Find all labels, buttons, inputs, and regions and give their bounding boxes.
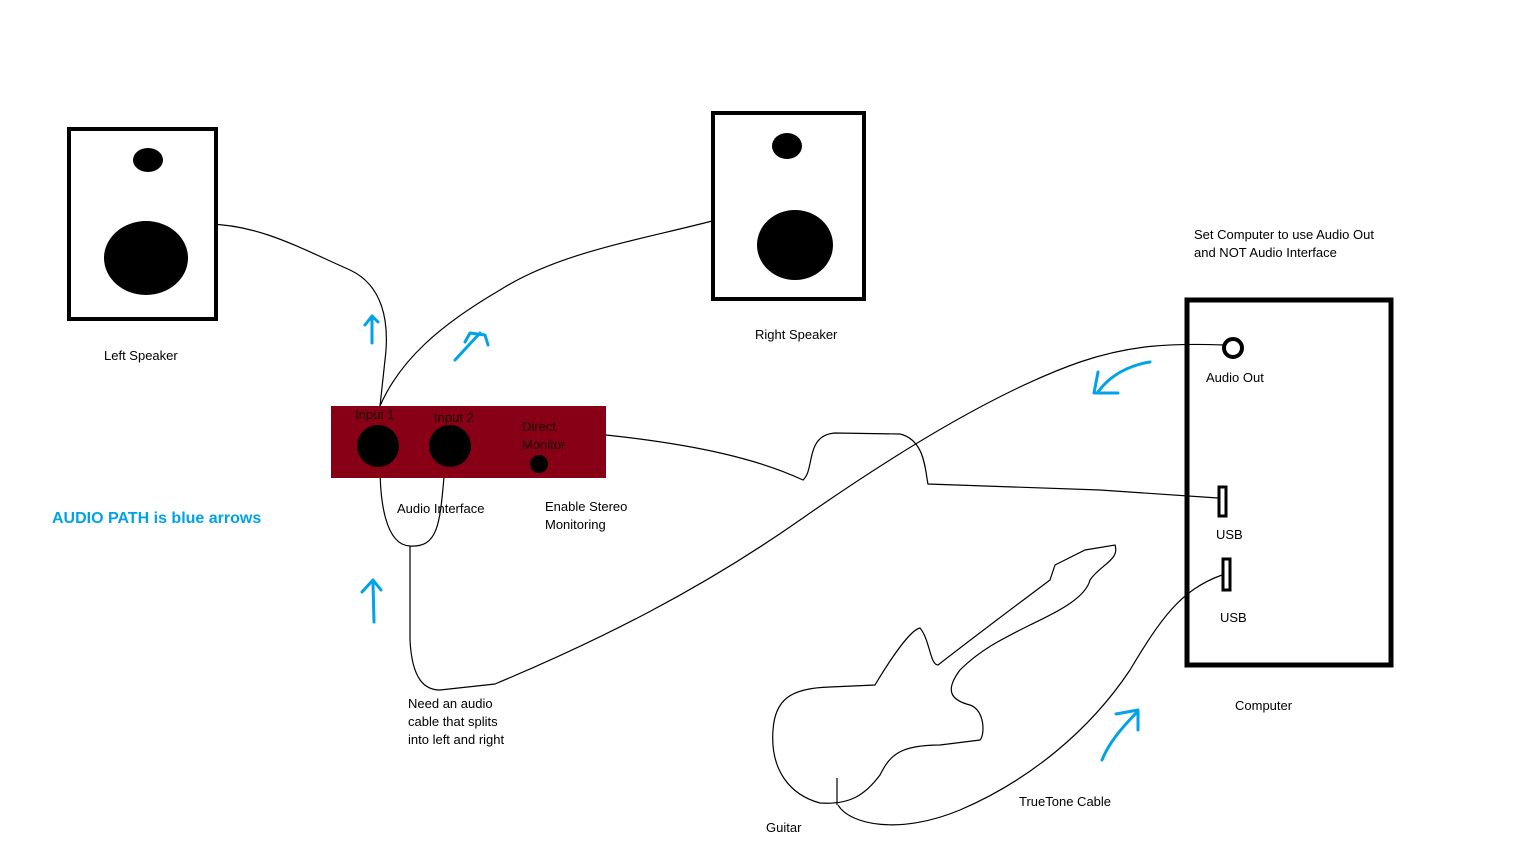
cable-note-2: cable that splits xyxy=(408,714,498,729)
usb-1-label: USB xyxy=(1216,527,1243,542)
computer-note-1: Set Computer to use Audio Out xyxy=(1194,227,1374,242)
audio-path-arrow-guitar xyxy=(1100,708,1140,762)
computer-label: Computer xyxy=(1235,698,1293,713)
usb-port-2 xyxy=(1221,557,1232,592)
input-1-knob xyxy=(357,425,399,467)
cable-note-3: into left and right xyxy=(408,732,505,747)
audio-path-arrow-left xyxy=(363,314,380,345)
left-speaker-label: Left Speaker xyxy=(104,348,178,363)
audio-path-arrow-audio-out xyxy=(1092,360,1152,395)
cable-note-1: Need an audio xyxy=(408,696,493,711)
audio-path-arrow-right xyxy=(453,331,490,362)
usb-2-label: USB xyxy=(1220,610,1247,625)
input-2-label: Input 2 xyxy=(434,410,474,425)
truetone-label: TrueTone Cable xyxy=(1019,794,1111,809)
input-1-label: Input 1 xyxy=(355,407,395,422)
left-speaker xyxy=(67,127,218,321)
right-speaker-label: Right Speaker xyxy=(755,327,838,342)
usb-port-1 xyxy=(1217,485,1228,518)
direct-monitor-button xyxy=(530,455,548,473)
computer-note-2: and NOT Audio Interface xyxy=(1194,245,1337,260)
audio-interface-label: Audio Interface xyxy=(397,501,484,516)
guitar-label: Guitar xyxy=(766,820,802,835)
audio-out-label: Audio Out xyxy=(1206,370,1264,385)
interface-usb-wire xyxy=(605,432,1219,499)
computer xyxy=(1184,297,1394,668)
truetone-cable-wire xyxy=(837,574,1223,826)
audio-path-legend: AUDIO PATH is blue arrows xyxy=(52,510,261,527)
left-speaker-wire xyxy=(207,223,387,407)
stereo-note-2: Monitoring xyxy=(545,517,606,532)
right-speaker-wire xyxy=(379,219,717,407)
audio-out-port xyxy=(1222,337,1244,359)
guitar-outline xyxy=(772,544,1117,804)
audio-path-arrow-splitter xyxy=(360,578,383,624)
audio-interface xyxy=(331,406,606,478)
direct-monitor-label-1: Direct xyxy=(522,419,556,434)
right-speaker xyxy=(711,111,866,301)
input-2-knob xyxy=(429,425,471,467)
direct-monitor-label-2: Monitor xyxy=(522,437,566,452)
audio-out-wire xyxy=(409,343,1226,691)
stereo-note-1: Enable Stereo xyxy=(545,499,627,514)
